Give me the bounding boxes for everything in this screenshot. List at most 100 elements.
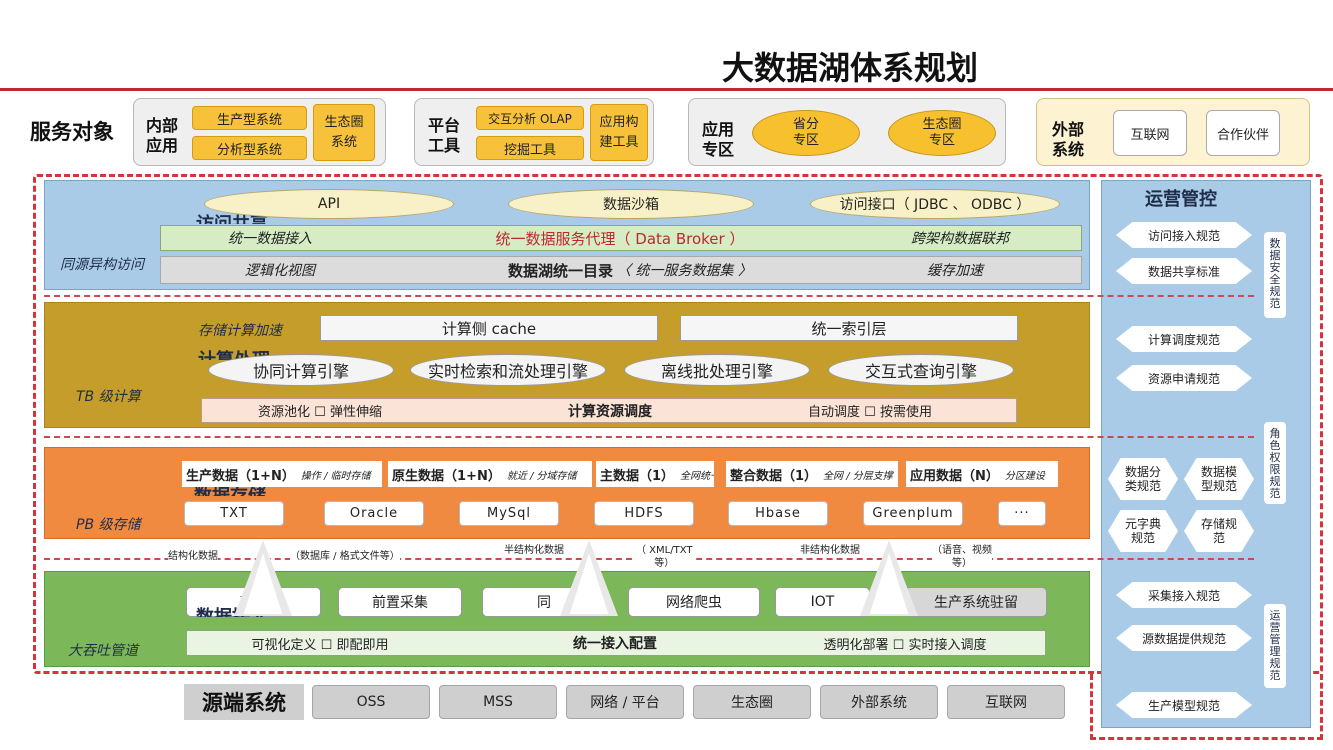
access-interface-ellipse[interactable]: 访问接口（ JDBC 、 ODBC ） — [810, 189, 1060, 219]
api-ellipse[interactable]: API — [204, 189, 454, 219]
catalog-bar — [160, 256, 1082, 284]
resource-scheduling-label: 计算资源调度 — [568, 403, 652, 420]
role-spec-bg — [1264, 422, 1286, 504]
source-mss[interactable]: MSS — [439, 685, 557, 719]
unified-data-access: 统一数据接入 — [228, 231, 312, 247]
master-data-name: 主数据（1） — [600, 468, 675, 484]
service-objects-label: 服务对象 — [30, 120, 114, 144]
app-zone-label: 应用 专区 — [702, 120, 735, 159]
ingest-front[interactable]: 前置采集 — [338, 587, 462, 617]
ingest-crawler[interactable]: 网络爬虫 — [628, 587, 760, 617]
storage-spec[interactable]: 存储规 范 — [1184, 510, 1254, 552]
realtime-engine-ellipse[interactable]: 实时检索和流处理引擎 — [410, 354, 606, 386]
unstructured-data-label: 非结构化数据 — [800, 544, 860, 557]
layer-divider — [44, 436, 1254, 438]
platform-tools-label: 平台 工具 — [428, 116, 461, 155]
raw-data-name: 原生数据（1+N） — [392, 468, 501, 484]
ops-spec-bg — [1264, 604, 1286, 688]
semistructured-data-note: （ XML/TXT 等） — [636, 544, 693, 570]
ecosystem-zone-ellipse[interactable]: 生态圈 专区 — [888, 110, 996, 156]
storage-compute-accel-label: 存储计算加速 — [198, 323, 282, 339]
resource-pool-label: 资源池化 ☐ 弹性伸缩 — [258, 405, 382, 420]
ops-control-title: 运营管控 — [1145, 189, 1217, 210]
internet-box[interactable]: 互联网 — [1113, 110, 1187, 156]
structured-data-note: （数据库 / 格式文件等） — [290, 550, 400, 563]
storage-oracle[interactable]: Oracle — [324, 501, 424, 526]
data-security-spec-vertical: 数据安全规范 — [1269, 237, 1281, 310]
storage-side-label: PB 级存储 — [76, 517, 141, 533]
resource-scheduling-bar — [201, 398, 1017, 423]
province-zone-ellipse[interactable]: 省分 专区 — [752, 110, 860, 156]
master-data-note: 全网统一 — [680, 470, 714, 482]
unstructured-data-note: （语音、视频 等） — [932, 544, 992, 570]
security-spec-bg — [1264, 232, 1286, 318]
collab-engine-ellipse[interactable]: 协同计算引擎 — [208, 354, 394, 386]
storage-txt[interactable]: TXT — [184, 501, 284, 526]
data-classification-spec[interactable]: 数据分 类规范 — [1108, 458, 1178, 500]
data-share-standard-item[interactable]: 数据共享标准 — [1116, 258, 1252, 284]
resource-request-spec-item[interactable]: 资源申请规范 — [1116, 365, 1252, 391]
structured-data-label: 结构化数据 — [168, 550, 218, 563]
source-network-platform[interactable]: 网络 / 平台 — [566, 685, 684, 719]
source-external-systems[interactable]: 外部系统 — [820, 685, 938, 719]
app-data-note: 分区建设 — [1004, 470, 1045, 482]
production-data-note: 操作 / 临时存储 — [300, 470, 371, 482]
integrated-data-note: 全网 / 分层支撑 — [823, 470, 893, 482]
unified-catalog-label: 数据湖统一目录 — [508, 261, 614, 280]
data-broker-bar — [160, 225, 1082, 251]
source-data-spec-item[interactable]: 源数据提供规范 — [1116, 625, 1252, 651]
visual-definition-label: 可视化定义 ☐ 即配即用 — [251, 637, 389, 653]
batch-engine-ellipse[interactable]: 离线批处理引擎 — [624, 354, 810, 386]
access-side-label: 同源异构访问 — [60, 257, 144, 273]
mining-tools-box[interactable]: 挖掘工具 — [476, 136, 584, 160]
ecosystem-system-box[interactable]: 生态圈 系统 — [313, 104, 375, 161]
master-data-head: 主数据（1） 全网统一 — [596, 461, 714, 487]
cache-acceleration: 缓存加速 — [927, 263, 983, 279]
internal-apps-label: 内部 应用 — [146, 116, 179, 155]
access-spec-item[interactable]: 访问接入规范 — [1116, 222, 1252, 248]
title-divider — [0, 88, 1333, 91]
ingest-side-label: 大吞吐管道 — [68, 643, 138, 659]
access-layer-title: 访问共享 — [196, 210, 268, 224]
ingest-layer-title: 数据接入 — [196, 603, 268, 617]
collection-access-spec-item[interactable]: 采集接入规范 — [1116, 582, 1252, 608]
source-ecosystem[interactable]: 生态圈 — [693, 685, 811, 719]
ingest-iot[interactable]: IOT — [775, 587, 870, 617]
ops-frame-extension — [1090, 674, 1323, 740]
data-sandbox-ellipse[interactable]: 数据沙箱 — [508, 189, 754, 219]
analysis-system-box[interactable]: 分析型系统 — [192, 136, 307, 160]
unified-dataset-label: 〈 统一服务数据集 〉 — [617, 263, 752, 279]
partners-box[interactable]: 合作伙伴 — [1206, 110, 1280, 156]
source-internet[interactable]: 互联网 — [947, 685, 1065, 719]
metadata-dictionary-spec[interactable]: 元字典 规范 — [1108, 510, 1178, 552]
production-model-spec-item[interactable]: 生产模型规范 — [1116, 692, 1252, 718]
storage-greenplum[interactable]: Greenplum — [863, 501, 963, 526]
compute-cache-bar[interactable]: 计算侧 cache — [320, 315, 658, 341]
data-model-spec[interactable]: 数据模 型规范 — [1184, 458, 1254, 500]
production-system-box[interactable]: 生产型系统 — [192, 106, 307, 130]
ops-management-spec-vertical: 运营管理规范 — [1269, 609, 1281, 682]
storage-hdfs[interactable]: HDFS — [594, 501, 694, 526]
page-title: 大数据湖体系规划 — [721, 49, 978, 87]
interactive-engine-ellipse[interactable]: 交互式查询引擎 — [828, 354, 1014, 386]
unified-catalog: 数据湖统一目录 〈 统一服务数据集 〉 — [420, 256, 840, 284]
app-data-name: 应用数据（N） — [910, 468, 999, 484]
storage-more[interactable]: ··· — [998, 501, 1046, 526]
cross-arch-federation: 跨架构数据联邦 — [911, 231, 1009, 247]
olap-box[interactable]: 交互分析 OLAP — [476, 106, 584, 130]
storage-hbase[interactable]: Hbase — [728, 501, 828, 526]
app-builder-box[interactable]: 应用构 建工具 — [590, 104, 648, 161]
production-data-name: 生产数据（1+N） — [186, 468, 295, 484]
ingest-production-resident[interactable]: 生产系统驻留 — [905, 587, 1047, 617]
logical-view: 逻辑化视图 — [245, 263, 315, 279]
source-oss[interactable]: OSS — [312, 685, 430, 719]
auto-scheduling-label: 自动调度 ☐ 按需使用 — [808, 405, 932, 420]
storage-layer-title: 数据存储 — [194, 482, 266, 496]
storage-mysql[interactable]: MySql — [459, 501, 559, 526]
compute-schedule-spec-item[interactable]: 计算调度规范 — [1116, 326, 1252, 352]
unified-index-bar[interactable]: 统一索引层 — [680, 315, 1018, 341]
role-permission-spec-vertical: 角色权限规范 — [1269, 427, 1281, 500]
unified-access-config-label: 统一接入配置 — [573, 636, 657, 652]
external-systems-label: 外部 系统 — [1052, 120, 1085, 159]
production-data-head: 生产数据（1+N） 操作 / 临时存储 — [182, 461, 382, 487]
